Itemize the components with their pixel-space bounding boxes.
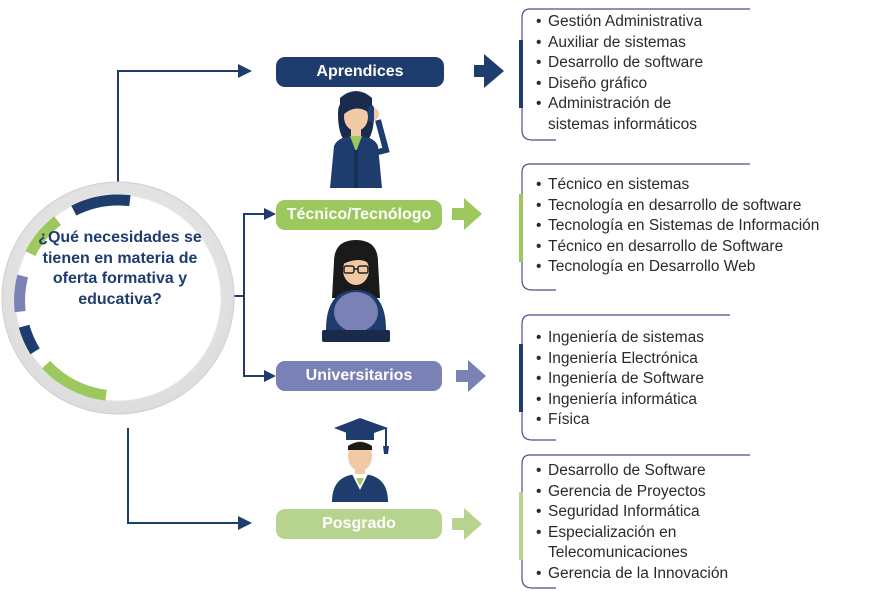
list-item: •Gerencia de Proyectos (536, 482, 706, 500)
list-posgrado: •Desarrollo de Software •Gerencia de Pro… (536, 461, 728, 585)
list-item: •Auxiliar de sistemas (536, 33, 686, 51)
list-item: •Técnico en sistemas (536, 176, 690, 193)
list-item-continuation: •Telecomunicaciones (548, 544, 688, 562)
arrow-universitarios (456, 360, 486, 392)
group-accent-bars (519, 40, 523, 560)
list-item: •Diseño gráfico (536, 74, 648, 92)
connector-lines (117, 70, 266, 524)
graduate-icon (332, 418, 389, 502)
central-question: ¿Qué necesidades se tienen en materia de… (38, 229, 202, 308)
list-aprendices: •Gestión Administrativa •Auxiliar de sis… (536, 12, 703, 136)
list-item: •Gestión Administrativa (536, 13, 703, 30)
connector-arrowheads (238, 64, 276, 530)
arrow-posgrado (452, 508, 482, 540)
list-item: •Ingeniería Electrónica (536, 349, 698, 367)
arrow-tecnico (452, 198, 482, 230)
pill-universitarios: Universitarios (276, 361, 442, 391)
list-item: •Desarrollo de Software (536, 462, 706, 479)
list-item: •Tecnología en Sistemas de Información (536, 217, 820, 235)
pill-posgrado: Posgrado (276, 509, 442, 539)
list-item: •Ingeniería informática (536, 390, 698, 408)
list-item: •Especialización en (536, 523, 677, 541)
list-item: •Seguridad Informática (536, 503, 700, 521)
pill-aprendices: Aprendices (276, 57, 444, 87)
list-item: •Ingeniería de sistemas (536, 329, 704, 346)
list-item-continuation: •sistemas informáticos (548, 115, 698, 133)
central-node (1, 181, 235, 415)
list-item: •Física (536, 411, 590, 429)
list-item: •Desarrollo de software (536, 54, 704, 72)
level-arrows (452, 54, 504, 540)
woman-with-laptop-icon (322, 240, 390, 342)
list-item: •Tecnología en Desarrollo Web (536, 258, 756, 276)
list-item: •Tecnología en desarrollo de software (536, 196, 802, 214)
list-item: •Gerencia de la Innovación (536, 564, 729, 582)
woman-on-phone-icon (330, 91, 390, 188)
list-item: •Administración de (536, 95, 672, 113)
list-item: •Ingeniería de Software (536, 370, 704, 388)
pill-tecnico-tecnologo: Técnico/Tecnólogo (276, 200, 442, 230)
list-item: •Técnico en desarrollo de Software (536, 237, 784, 255)
list-universitarios: •Ingeniería de sistemas •Ingeniería Elec… (536, 328, 704, 431)
arrow-aprendices (474, 54, 504, 88)
list-tecnico-tecnologo: •Técnico en sistemas •Tecnología en desa… (536, 175, 819, 278)
